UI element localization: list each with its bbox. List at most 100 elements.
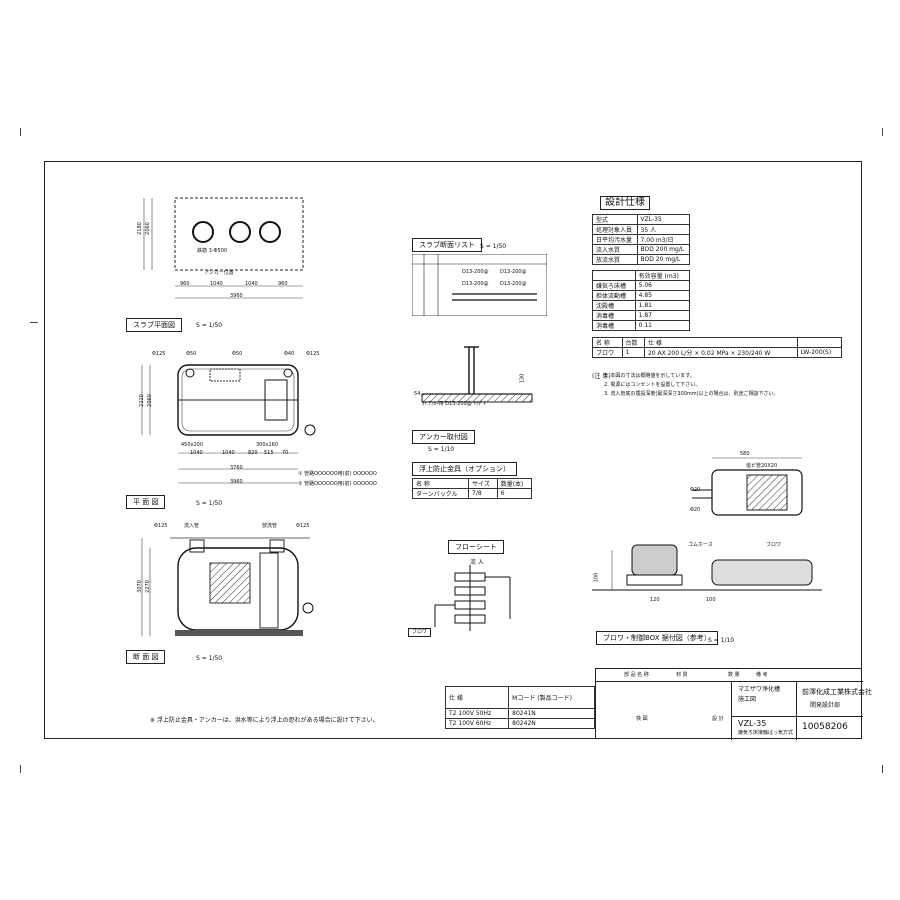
scale: S = 1/50: [196, 322, 223, 329]
scale: S = 1/50: [196, 500, 223, 507]
pipe-label: 流入管: [184, 523, 200, 529]
dim: 960: [278, 281, 288, 287]
anchor-title: アンカー取付図: [412, 430, 475, 444]
cell: BOD 200 mg/L: [636, 244, 691, 255]
cell: 消毒槽: [592, 320, 636, 331]
dim: 100: [706, 597, 716, 603]
dim: 120: [650, 597, 660, 603]
cell: T2 100V 60Hz: [444, 718, 510, 729]
approval-cell: 検 図: [636, 716, 648, 722]
notes-title: (注 意): [592, 373, 611, 380]
cell: 35 人: [636, 224, 691, 235]
cell: 型式: [592, 214, 638, 225]
plan-title: 平 面 図: [126, 495, 166, 509]
header-cell: 名 称: [411, 478, 470, 489]
uplift-title: 浮上防止金具（オプション）: [412, 462, 517, 476]
scale: S = 1/50: [196, 655, 223, 662]
model-type: 嫌気ろ床接触ばっ気方式: [738, 730, 794, 736]
manhole-dim: 450x200: [181, 442, 204, 448]
drawing-frame: [44, 161, 862, 739]
slab-note: 鉄筋 3-Φ500: [197, 248, 228, 254]
crop-mark: [20, 128, 21, 136]
dim: 1040: [222, 450, 235, 456]
dim: 3070: [136, 580, 143, 593]
rebar-label: D13-200@: [500, 281, 527, 287]
cell: 沈殿槽: [592, 300, 636, 311]
dim: 2180: [136, 222, 143, 235]
cell: 処理対象人員: [592, 224, 638, 235]
header-cell: 部 品 名 称: [624, 672, 649, 678]
slab-reinf-drawing: [412, 254, 547, 316]
dim: 100: [593, 572, 600, 583]
dim: 2060: [146, 394, 153, 407]
cell: 日平均汚水量: [592, 234, 638, 245]
header-cell: 台数: [621, 337, 645, 348]
note: 2. 電源にはコンセントを設置して下さい。: [604, 382, 701, 388]
slab-plan-drawing: [143, 197, 304, 299]
cell: 1.81: [634, 300, 691, 311]
crop-mark: [882, 765, 883, 773]
rebar-label: D13-200@: [500, 269, 527, 275]
flowsheet-title: フローシート: [448, 540, 504, 554]
approval-cell: 設 計: [712, 716, 724, 722]
manhole-dim: 300x160: [256, 442, 279, 448]
hose-label: ゴムホース: [688, 542, 713, 548]
dim: 130: [519, 373, 526, 384]
cell: 7.00 m3/日: [636, 234, 691, 245]
cell: 嫌気ろ床槽: [592, 280, 636, 291]
cell: 放流水質: [592, 254, 638, 265]
anchor-note: アンカー位置: [204, 270, 234, 276]
header-cell: 備 考: [756, 672, 768, 678]
blower-box-drawing: [592, 457, 822, 591]
header-cell: 有効容量 (m3): [634, 270, 691, 281]
cell: 80241N: [508, 708, 595, 719]
note: 1. 本図の寸法は概略値を示しています。: [604, 373, 695, 379]
cell: 20 AX 200 L/分 × 0.02 MPa × 230/240 W: [643, 347, 798, 358]
dim: 3760: [230, 465, 243, 471]
rebar-label: D13-200@: [462, 269, 489, 275]
company-name: 前澤化成工業株式会社: [802, 688, 872, 696]
cell: ブロワ: [592, 347, 623, 358]
cell: BOD 20 mg/L: [636, 254, 691, 265]
cell: T2 100V 50Hz: [444, 708, 510, 719]
dim: 1040: [210, 281, 223, 287]
anchor-drawing: [421, 346, 533, 403]
header-cell: サイズ: [468, 478, 498, 489]
header-cell: 名 称: [592, 337, 623, 348]
header-cell: 仕 様: [643, 337, 798, 348]
slab-plan-title: スラブ平面図: [126, 318, 182, 332]
scale: S = 1/10: [708, 637, 735, 644]
dim: 960: [180, 281, 190, 287]
dim: 820: [248, 450, 258, 456]
note: 3. 流入管底の埋設深度(最深深さ300mm)以上の場合は、別途ご相談下さい。: [604, 391, 779, 397]
pipe-label: Φ125: [296, 523, 310, 529]
header-cell: 材 質: [676, 672, 688, 678]
dim: 1040: [245, 281, 258, 287]
crop-mark: [30, 322, 38, 323]
drawing-number: 10058206: [802, 722, 848, 732]
dim: 515: [264, 450, 274, 456]
header-cell: 数 量: [728, 672, 740, 678]
cell: 7/8: [468, 488, 498, 499]
crop-mark: [882, 128, 883, 136]
product-name: マエザワ浄化槽: [738, 686, 781, 693]
dim-total: 3960: [230, 479, 243, 485]
cell: ターンバックル: [411, 488, 470, 499]
dim: Φ20: [690, 487, 701, 493]
dim: 2060: [144, 222, 151, 235]
pipe-label: Φ50: [232, 351, 243, 357]
header-cell: Mコード (製品コード): [508, 686, 595, 709]
cell: LW-200(S): [796, 347, 843, 358]
pipe-label: Φ125: [154, 523, 168, 529]
pipe-label: Φ40: [284, 351, 295, 357]
cell: 0.11: [634, 320, 691, 331]
cell: 4.85: [634, 290, 691, 301]
footer-note: ※ 浮上防止金具・アンカーは、洪水等により浮上の恐れがある場合に設けて下さい。: [150, 717, 379, 724]
dim: 2220: [138, 394, 145, 407]
dim: 2270: [144, 580, 151, 593]
dim: 70: [282, 450, 289, 456]
